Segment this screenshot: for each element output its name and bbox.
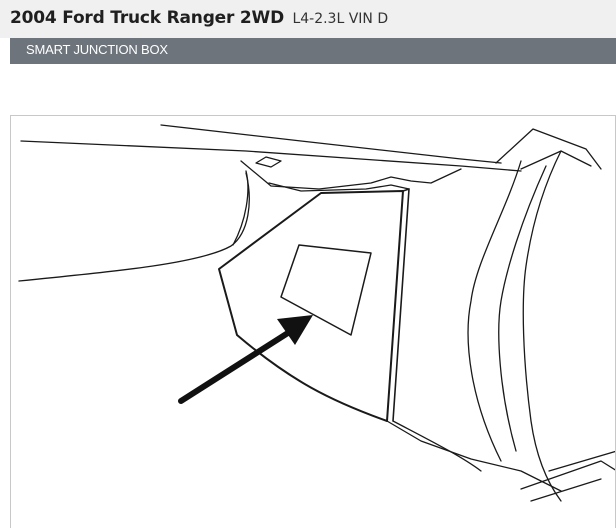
dash-upper-line	[20, 140, 522, 172]
section-title: SMART JUNCTION BOX	[26, 42, 168, 57]
door-sill-3	[548, 450, 615, 472]
dash-trim-lower	[268, 182, 410, 192]
location-arrow	[178, 315, 313, 404]
section-header: SMART JUNCTION BOX	[10, 38, 616, 64]
kick-panel-edge	[392, 188, 410, 422]
dash-left-inner	[232, 170, 249, 246]
door-frame-outer	[467, 160, 522, 462]
junction-box-location-diagram	[18, 124, 615, 502]
door-sill-2	[530, 478, 602, 502]
title-bar: 2004 Ford Truck Ranger 2WD L4-2.3L VIN D	[0, 0, 616, 38]
dash-upper-line-2	[160, 124, 502, 164]
kick-panel	[218, 190, 404, 422]
engine-spec: L4-2.3L VIN D	[292, 11, 389, 27]
door-frame-inner	[498, 165, 547, 452]
floor-line-2	[392, 420, 482, 472]
floor-line	[386, 420, 562, 492]
dash-left-curve	[18, 172, 250, 282]
dash-trim	[240, 160, 462, 190]
door-frame	[522, 150, 562, 502]
door-sill	[520, 460, 615, 490]
figure-frame	[10, 115, 616, 528]
junction-box-outline	[280, 244, 372, 336]
vehicle-name: 2004 Ford Truck Ranger 2WD	[10, 8, 284, 28]
windshield-pillar	[495, 128, 602, 170]
dash-clip	[255, 156, 282, 168]
